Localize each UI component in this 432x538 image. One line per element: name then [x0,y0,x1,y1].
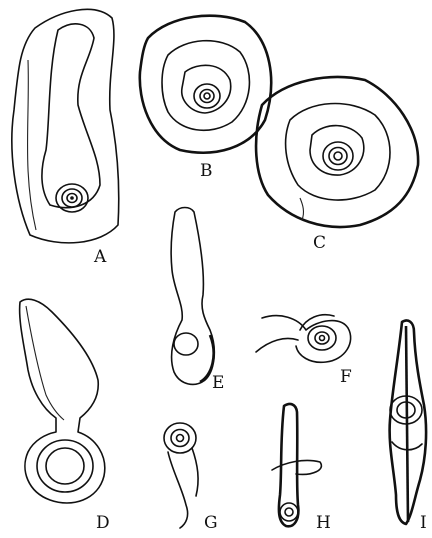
panel-a-label: A [93,247,107,267]
panel-e-label: E [212,373,224,393]
panel-d-drawing [20,299,105,503]
panel-c-label: C [313,233,326,253]
panel-b-label: B [200,161,213,181]
panel-h-drawing [272,404,321,526]
panel-g-label: G [204,513,218,533]
panel-g-drawing [164,423,198,528]
panel-i-label: I [420,513,427,533]
panel-f-label: F [340,367,352,387]
panel-b-drawing [140,16,271,153]
panel-i-drawing [390,320,426,524]
panel-h-label: H [316,513,331,533]
panel-a-drawing [12,9,119,242]
panel-f-drawing [256,315,351,363]
panel-e-drawing [171,208,214,385]
panel-c-drawing [256,77,418,227]
panel-d-label: D [96,513,110,533]
